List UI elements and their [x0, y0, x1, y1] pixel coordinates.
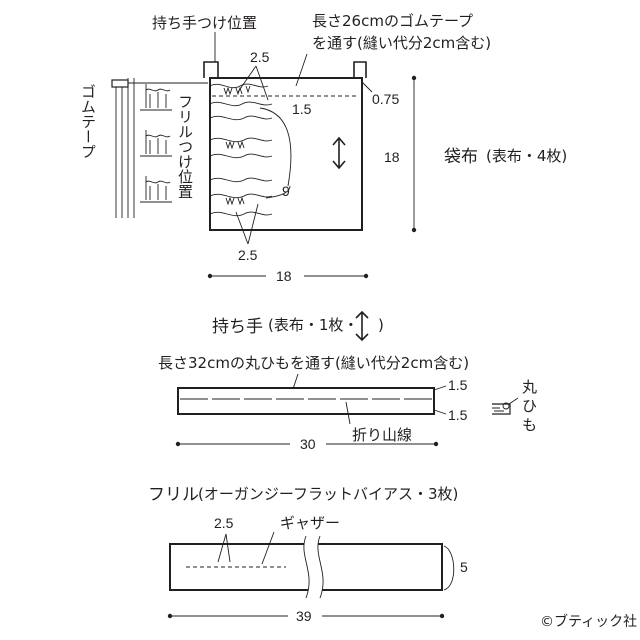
handle-dim-bottom: 1.5: [448, 407, 468, 423]
frill-dim-height: 5: [460, 559, 468, 575]
dim-end-handle-left: [175, 441, 181, 447]
frill-title: フリル: [148, 485, 199, 505]
handle-tab-left: [203, 61, 219, 78]
leader-bottom-gap-a: [235, 211, 249, 245]
leader-bottom-gap-b: [247, 203, 259, 245]
dim-end-height-bottom: [411, 227, 417, 233]
frill-group: フリル (オーガンジーフラットバイアス・3枚) 2.5 ギャザー 5 39: [148, 485, 468, 624]
frill-line-4: [209, 137, 273, 143]
bag-dim-top-gap: 2.5: [250, 49, 270, 65]
leader-gather-label: [261, 531, 275, 565]
frill-break: [303, 536, 324, 598]
dim-end-frill-right: [439, 613, 445, 619]
frill-line-6: [209, 177, 273, 183]
handle-dim-top: 1.5: [448, 377, 468, 393]
bag-dim-spacing: 9: [282, 183, 290, 199]
handle-dim-length: 30: [300, 436, 316, 452]
frill-gather-label: ギャザー: [280, 514, 340, 532]
handle-cord-note: 長さ32cmの丸ひもを通す(縫い代分2cm含む): [158, 354, 469, 372]
handle-title: 持ち手: [212, 317, 263, 337]
elastic-note-line2: を通す(縫い代分2cm含む): [312, 34, 491, 52]
frill-line-7: [209, 193, 273, 199]
bag-title: 袋布: [444, 147, 478, 167]
dim-end-width-right: [363, 273, 369, 279]
handle-fold-label: 折り山線: [352, 426, 412, 444]
leader-edge: [361, 81, 373, 93]
frill-line-2: [209, 101, 273, 107]
handle-title-note-close: ): [378, 316, 384, 334]
frill-break-line-right: [317, 535, 324, 599]
frill-line-1: [209, 83, 269, 89]
dim-end-height-top: [411, 75, 417, 81]
leader-handle-top: [433, 385, 447, 391]
bag-dim-bottom-gap: 2.5: [238, 247, 258, 263]
handle-position-label: 持ち手つけ位置: [152, 14, 257, 32]
handle-outline: [177, 387, 435, 415]
leader-gather-gap-b: [225, 533, 231, 563]
leader-top-gap-a: [237, 65, 257, 93]
handle-cord-label-1: 丸: [522, 378, 537, 396]
bag-panel-outline: [209, 77, 363, 231]
bag-dim-casing: 1.5: [292, 101, 312, 117]
handle-title-note: (表布・1枚・: [268, 316, 358, 334]
grain-arrow-handle: [355, 310, 369, 342]
leader-handle-bottom: [433, 409, 447, 415]
cord-end-icon: [492, 397, 519, 415]
copyright-label: ©ブティック社: [540, 613, 637, 630]
leader-elastic-note: [295, 53, 308, 87]
gather-marks-3: [225, 196, 245, 206]
grain-arrow-bag: [332, 136, 346, 170]
leader-top-gap-b: [255, 65, 269, 101]
dim-end-frill-left: [167, 613, 173, 619]
bag-panel-group: 持ち手つけ位置 長さ26cmのゴムテープ を通す(縫い代分2cm含む) ゴムテー…: [79, 12, 567, 284]
gather-marks-2: [225, 140, 245, 150]
frill-dim-length: 39: [296, 608, 312, 624]
frill-title-note: (オーガンジーフラットバイアス・3枚): [198, 485, 458, 503]
leader-fold-line: [345, 401, 351, 425]
frill-line-8: [209, 211, 273, 217]
bracket-frill-height: [443, 545, 455, 591]
frill-line-5: [209, 153, 273, 159]
elastic-tape-illustration: [111, 78, 208, 218]
frill-line-3: [209, 115, 273, 121]
elastic-tape-label: ゴムテープ: [79, 84, 97, 159]
handle-cord-label-3: も: [522, 416, 537, 434]
dim-end-width-left: [207, 273, 213, 279]
bag-dim-height: 18: [384, 149, 400, 165]
handle-tab-right: [353, 61, 367, 78]
handle-cord-label-2: ひ: [522, 397, 537, 415]
frill-dim-gather-gap: 2.5: [214, 515, 234, 531]
bag-dim-width: 18: [276, 268, 292, 284]
bag-title-note: (表布・4枚): [486, 147, 567, 165]
leader-spacing-a: [259, 107, 292, 187]
handle-group: 持ち手 (表布・1枚・ ) 長さ32cmの丸ひもを通す(縫い代分2cm含む) 1…: [158, 310, 537, 452]
elastic-note-line1: 長さ26cmのゴムテープ: [312, 12, 473, 30]
dim-end-handle-right: [433, 441, 439, 447]
frill-position-label: フリルつけ位置: [176, 94, 194, 199]
bag-dim-edge: 0.75: [372, 91, 399, 107]
leader-spacing-b: [265, 185, 291, 199]
frill-break-line-left: [303, 535, 310, 599]
leader-gather-gap-a: [217, 533, 227, 563]
